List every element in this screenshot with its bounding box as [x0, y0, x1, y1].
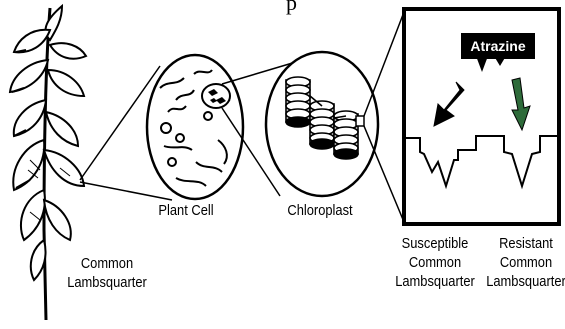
plant-name-label: Common Lambsquarter	[60, 254, 155, 292]
plant-cell-label: Plant Cell	[146, 201, 225, 220]
top-text-fragment: p	[286, 0, 297, 16]
susceptible-label: Susceptible Common Lambsquarter	[388, 234, 483, 291]
atrazine-label: Atrazine	[461, 33, 535, 59]
chloroplast	[266, 52, 378, 196]
chloroplast-label: Chloroplast	[275, 201, 364, 220]
resistant-label: Resistant Common Lambsquarter	[483, 234, 565, 291]
plant-cell	[147, 55, 243, 199]
